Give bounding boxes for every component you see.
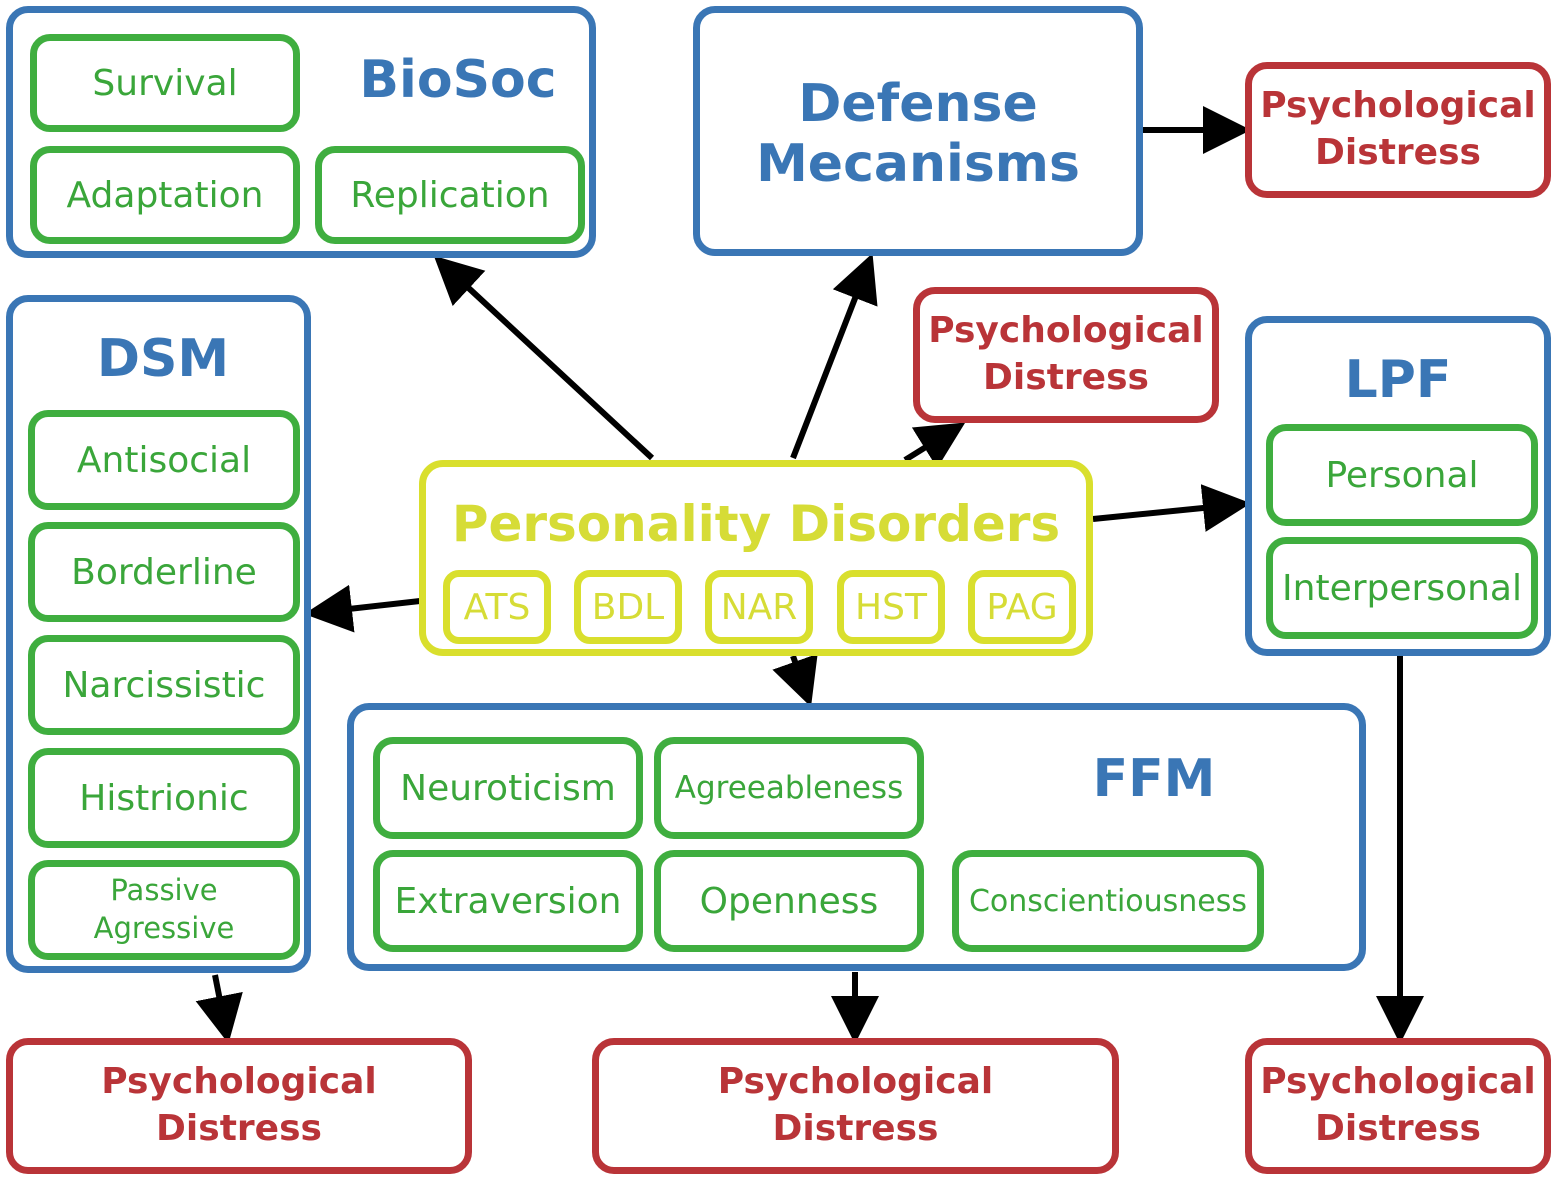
arrow-pd-to-biosoc bbox=[433, 255, 655, 461]
ffm-title: FFM bbox=[1092, 749, 1216, 809]
lpf-item-personal: Personal bbox=[1266, 424, 1538, 526]
arrow-pd-to-distress-mid bbox=[903, 422, 966, 469]
pd-code-ats: ATS bbox=[443, 570, 551, 644]
defense-panel: Defense Mecanisms bbox=[693, 6, 1143, 256]
ffm-item-neuroticism: Neuroticism bbox=[373, 737, 643, 839]
biosoc-item-adaptation: Adaptation bbox=[30, 146, 300, 244]
ffm-item-openness: Openness bbox=[654, 850, 924, 952]
dsm-item-borderline: Borderline bbox=[28, 522, 300, 622]
distress-label: Psychological Distress bbox=[1260, 85, 1536, 173]
personality-disorders-panel: Personality Disorders ATS BDL NAR HST PA… bbox=[419, 460, 1093, 656]
biosoc-panel: BioSoc Survival Adaptation Replication bbox=[6, 6, 596, 258]
distress-label: Psychological Distress bbox=[928, 310, 1204, 398]
arrow-dsm-to-distress bbox=[195, 974, 243, 1044]
pd-code-bdl: BDL bbox=[574, 570, 682, 644]
distress-top-right: Psychological Distress bbox=[1245, 62, 1551, 198]
lpf-panel: LPF Personal Interpersonal bbox=[1245, 316, 1551, 656]
dsm-item-antisocial: Antisocial bbox=[28, 410, 300, 510]
biosoc-title: BioSoc bbox=[359, 50, 557, 110]
pd-code-hst: HST bbox=[837, 570, 945, 644]
distress-bottom-right: Psychological Distress bbox=[1245, 1038, 1551, 1174]
arrow-pd-to-ffm bbox=[772, 653, 818, 707]
defense-title: Defense Mecanisms bbox=[756, 74, 1080, 194]
dsm-item-histrionic: Histrionic bbox=[28, 748, 300, 848]
arrow-pd-to-lpf bbox=[1092, 484, 1251, 532]
distress-label: Psychological Distress bbox=[717, 1061, 994, 1149]
distress-middle: Psychological Distress bbox=[913, 287, 1219, 423]
distress-label: Psychological Distress bbox=[101, 1061, 377, 1149]
arrow-pd-to-dsm bbox=[304, 584, 421, 633]
biosoc-item-survival: Survival bbox=[30, 34, 300, 132]
ffm-item-agreeableness: Agreeableness bbox=[654, 737, 924, 839]
lpf-title: LPF bbox=[1344, 350, 1452, 410]
personality-disorders-title: Personality Disorders bbox=[451, 495, 1061, 553]
dsm-panel: DSM Antisocial Borderline Narcissistic H… bbox=[6, 295, 311, 973]
dsm-item-narcissistic: Narcissistic bbox=[28, 635, 300, 735]
arrow-pd-to-defense bbox=[790, 253, 878, 460]
distress-bottom-center: Psychological Distress bbox=[592, 1038, 1119, 1174]
dsm-item-passive-agressive: Passive Agressive bbox=[28, 860, 300, 960]
ffm-item-conscientiousness: Conscientiousness bbox=[952, 850, 1264, 952]
distress-bottom-left: Psychological Distress bbox=[6, 1038, 472, 1174]
ffm-panel: FFM Neuroticism Agreeableness Extraversi… bbox=[347, 703, 1366, 971]
distress-label: Psychological Distress bbox=[1260, 1061, 1536, 1149]
ffm-item-extraversion: Extraversion bbox=[373, 850, 643, 952]
pd-code-pag: PAG bbox=[968, 570, 1076, 644]
pd-code-nar: NAR bbox=[705, 570, 813, 644]
biosoc-item-replication: Replication bbox=[315, 146, 585, 244]
lpf-item-interpersonal: Interpersonal bbox=[1266, 537, 1538, 639]
dsm-title: DSM bbox=[96, 329, 230, 389]
